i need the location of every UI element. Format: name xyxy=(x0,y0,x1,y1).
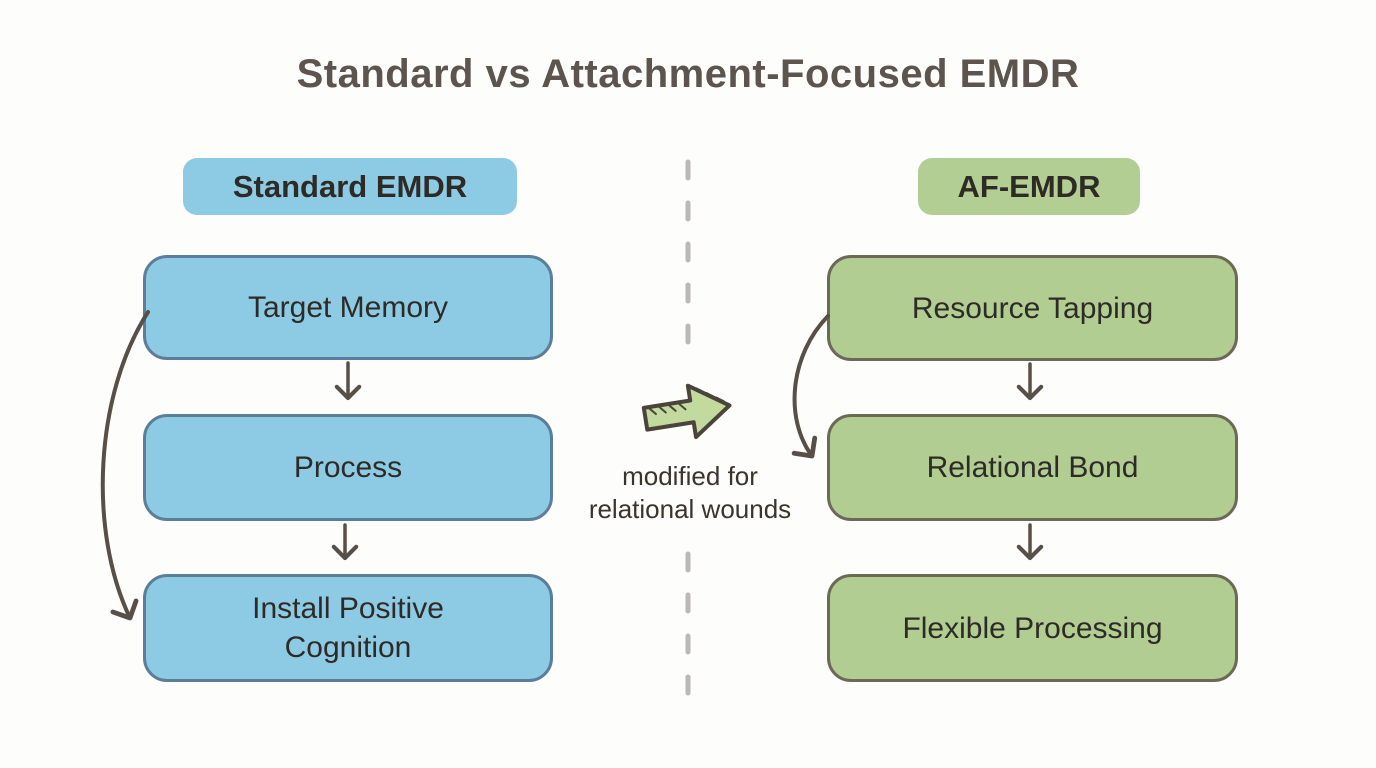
caption-line-2: relational wounds xyxy=(588,494,792,525)
modified-caption: modified for relational wounds xyxy=(530,460,850,526)
caption-line-1: modified for xyxy=(622,461,758,491)
box-target-memory: Target Memory xyxy=(143,255,553,360)
box-install-positive-cognition: Install Positive Cognition xyxy=(143,574,553,682)
box-flexible-processing: Flexible Processing xyxy=(827,574,1238,682)
left-column-header-badge: Standard EMDR xyxy=(183,158,517,215)
box-relational-bond: Relational Bond xyxy=(827,414,1238,521)
right-column-header-badge: AF-EMDR xyxy=(918,158,1140,215)
box-process: Process xyxy=(143,414,553,521)
right-block-arrow-icon xyxy=(641,383,732,440)
page-title: Standard vs Attachment-Focused EMDR xyxy=(296,52,1080,96)
loop-arrow-target-to-install xyxy=(100,310,150,621)
loop-arrow-resource-to-relational xyxy=(791,314,830,459)
box-resource-tapping: Resource Tapping xyxy=(827,255,1238,361)
